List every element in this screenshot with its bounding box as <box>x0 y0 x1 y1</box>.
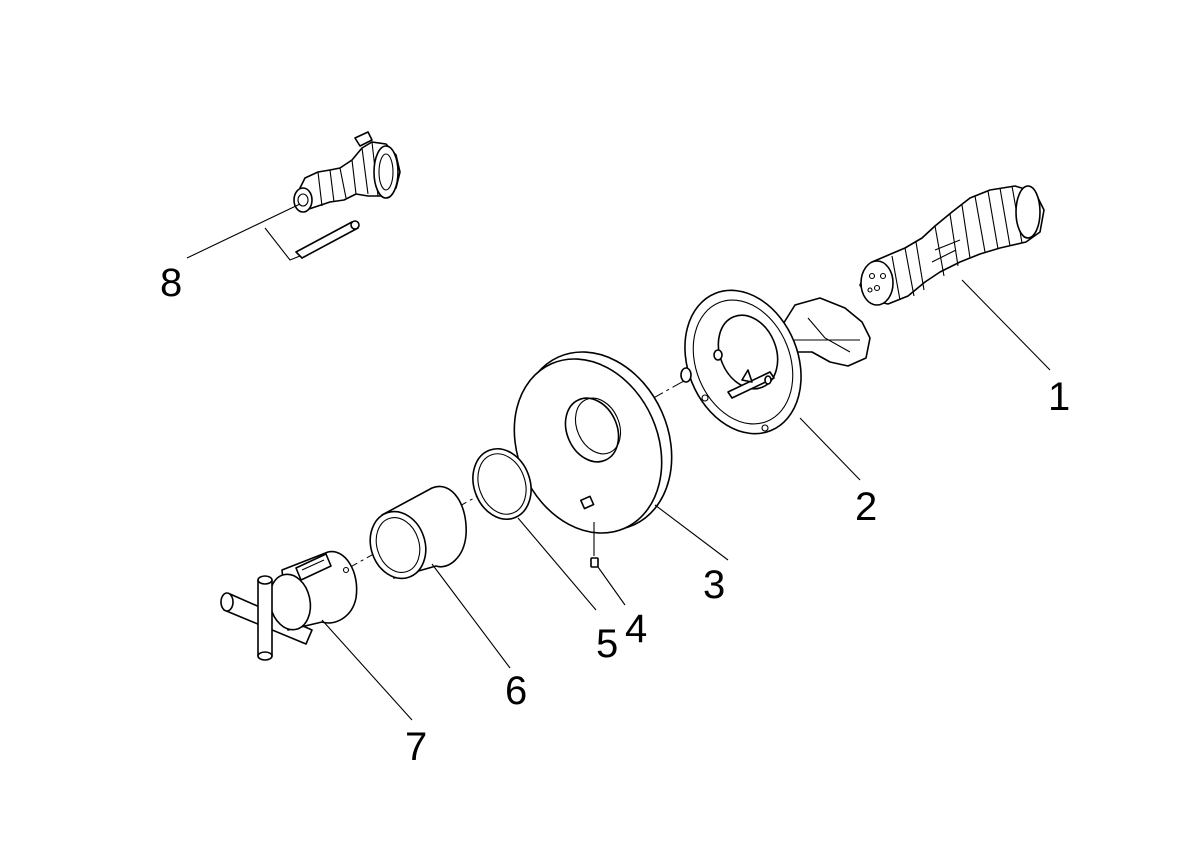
callout-3: 3 <box>703 563 725 607</box>
leader-2 <box>799 417 861 481</box>
leader-4 <box>597 566 626 606</box>
leader-6 <box>431 563 511 669</box>
part-1-thermostatic-cartridge <box>859 185 1045 306</box>
leader-5 <box>517 517 597 611</box>
callout-8: 8 <box>160 261 182 305</box>
part-8-cartridge <box>293 131 401 259</box>
part-2-mounting-plate <box>684 289 871 435</box>
part-6-sleeve <box>369 485 467 580</box>
callout-1: 1 <box>1048 375 1070 419</box>
leader-7 <box>321 619 413 721</box>
part-5-o-ring <box>472 448 532 520</box>
leader-1 <box>961 279 1051 371</box>
callout-6: 6 <box>505 669 527 713</box>
leader-3 <box>654 504 729 561</box>
callout-5: 5 <box>596 622 618 666</box>
part-7-cross-handle <box>220 550 358 661</box>
callout-7: 7 <box>405 725 427 769</box>
callout-2: 2 <box>855 485 877 529</box>
part-3-escutcheon-plate <box>513 351 673 534</box>
callout-4: 4 <box>625 607 647 651</box>
leader-8 <box>186 203 301 261</box>
part-2-washer <box>680 367 692 383</box>
part-4-set-screw <box>590 522 599 568</box>
